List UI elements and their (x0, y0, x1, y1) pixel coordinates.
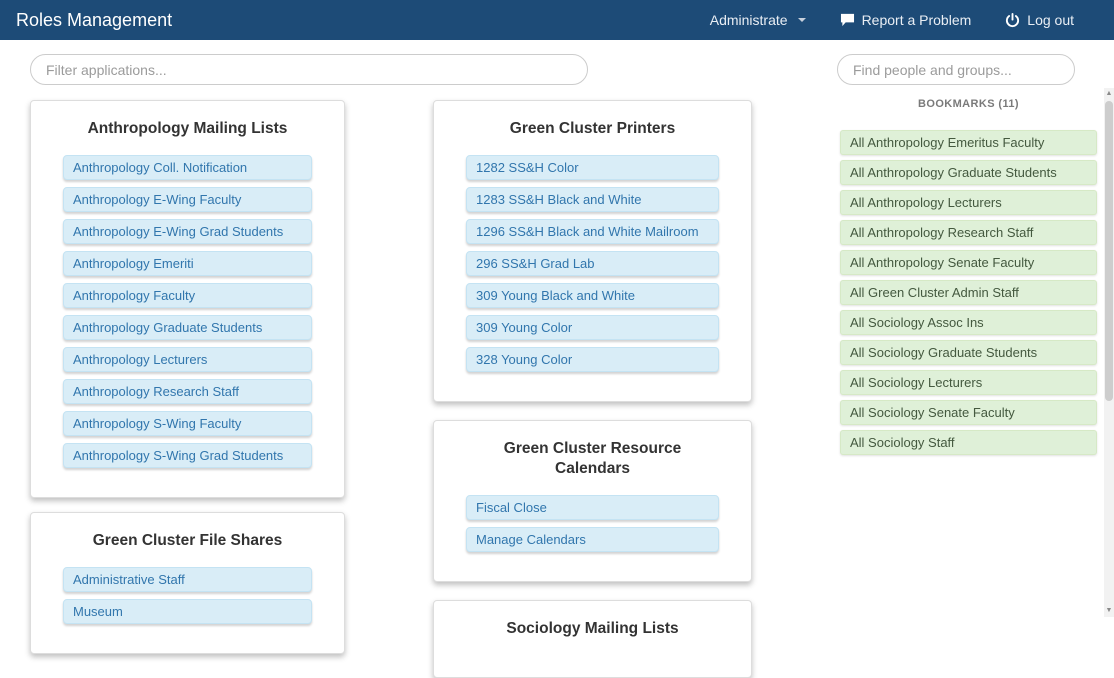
role-item[interactable]: 309 Young Black and White (466, 283, 719, 309)
bookmark-item[interactable]: All Anthropology Graduate Students (840, 160, 1097, 185)
card-title: Green Cluster File Shares (92, 532, 283, 549)
report-a-problem-button[interactable]: Report a Problem (840, 12, 972, 28)
bookmark-item[interactable]: All Green Cluster Admin Staff (840, 280, 1097, 305)
logout-label: Log out (1027, 12, 1074, 28)
role-item[interactable]: Anthropology Faculty (63, 283, 312, 309)
role-item[interactable]: 309 Young Color (466, 315, 719, 341)
administrate-label: Administrate (709, 12, 788, 28)
role-item[interactable]: 296 SS&H Grad Lab (466, 251, 719, 277)
power-icon (1005, 12, 1020, 28)
bookmark-item[interactable]: All Anthropology Research Staff (840, 220, 1097, 245)
role-item[interactable]: Museum (63, 599, 312, 625)
role-item[interactable]: Anthropology Research Staff (63, 379, 312, 405)
role-item[interactable]: 1296 SS&H Black and White Mailroom (466, 219, 719, 245)
bookmark-item[interactable]: All Anthropology Lecturers (840, 190, 1097, 215)
bookmarks-header: BOOKMARKS (11) (918, 98, 1019, 110)
role-list: 1282 SS&H Color 1283 SS&H Black and White… (466, 155, 719, 373)
navbar: Roles Management Administrate Report a P… (0, 0, 1114, 40)
role-item[interactable]: Anthropology E-Wing Faculty (63, 187, 312, 213)
role-item[interactable]: Anthropology Graduate Students (63, 315, 312, 341)
role-item[interactable]: Fiscal Close (466, 495, 719, 521)
card-green-cluster-file-shares: Green Cluster File Shares Administrative… (30, 512, 345, 655)
scroll-up-arrow-icon[interactable]: ▲ (1105, 90, 1113, 97)
scroll-down-arrow-icon[interactable]: ▼ (1105, 607, 1113, 614)
bookmark-item[interactable]: All Sociology Assoc Ins (840, 310, 1097, 335)
role-item[interactable]: 328 Young Color (466, 347, 719, 373)
card-green-cluster-resource-calendars: Green Cluster Resource Calendars Fiscal … (433, 420, 752, 583)
vertical-scrollbar[interactable]: ▲ ▼ (1104, 88, 1114, 617)
administrate-menu[interactable]: Administrate (710, 12, 806, 28)
logout-button[interactable]: Log out (1005, 12, 1074, 28)
role-item[interactable]: Anthropology E-Wing Grad Students (63, 219, 312, 245)
role-item[interactable]: Anthropology S-Wing Grad Students (63, 443, 312, 469)
role-item[interactable]: Anthropology Coll. Notification (63, 155, 312, 181)
find-people-input[interactable] (837, 54, 1075, 85)
card-title: Green Cluster Resource Calendars (503, 440, 682, 478)
caret-down-icon (797, 18, 806, 22)
card-title: Sociology Mailing Lists (506, 620, 679, 637)
card-sociology-mailing-lists: Sociology Mailing Lists (433, 600, 752, 678)
filter-applications-input[interactable] (30, 54, 588, 85)
role-item[interactable]: Anthropology Lecturers (63, 347, 312, 373)
speech-bubble-icon (840, 13, 855, 27)
bookmark-item[interactable]: All Anthropology Emeritus Faculty (840, 130, 1097, 155)
role-item[interactable]: Anthropology S-Wing Faculty (63, 411, 312, 437)
bookmark-item[interactable]: All Sociology Lecturers (840, 370, 1097, 395)
role-item[interactable]: Anthropology Emeriti (63, 251, 312, 277)
role-item[interactable]: Manage Calendars (466, 527, 719, 553)
bookmark-item[interactable]: All Sociology Graduate Students (840, 340, 1097, 365)
report-label: Report a Problem (861, 12, 972, 28)
bookmark-item[interactable]: All Sociology Senate Faculty (840, 400, 1097, 425)
role-item[interactable]: 1282 SS&H Color (466, 155, 719, 181)
bookmark-item[interactable]: All Anthropology Senate Faculty (840, 250, 1097, 275)
role-item[interactable]: Administrative Staff (63, 567, 312, 593)
app-title: Roles Management (16, 9, 173, 30)
card-title: Green Cluster Printers (509, 120, 676, 137)
card-anthropology-mailing-lists: Anthropology Mailing Lists Anthropology … (30, 100, 345, 499)
scrollbar-thumb[interactable] (1105, 101, 1113, 401)
card-title: Anthropology Mailing Lists (87, 120, 288, 137)
bookmark-item[interactable]: All Sociology Staff (840, 430, 1097, 455)
role-item[interactable]: 1283 SS&H Black and White (466, 187, 719, 213)
navbar-right: Administrate Report a Problem Log out (710, 12, 1074, 28)
